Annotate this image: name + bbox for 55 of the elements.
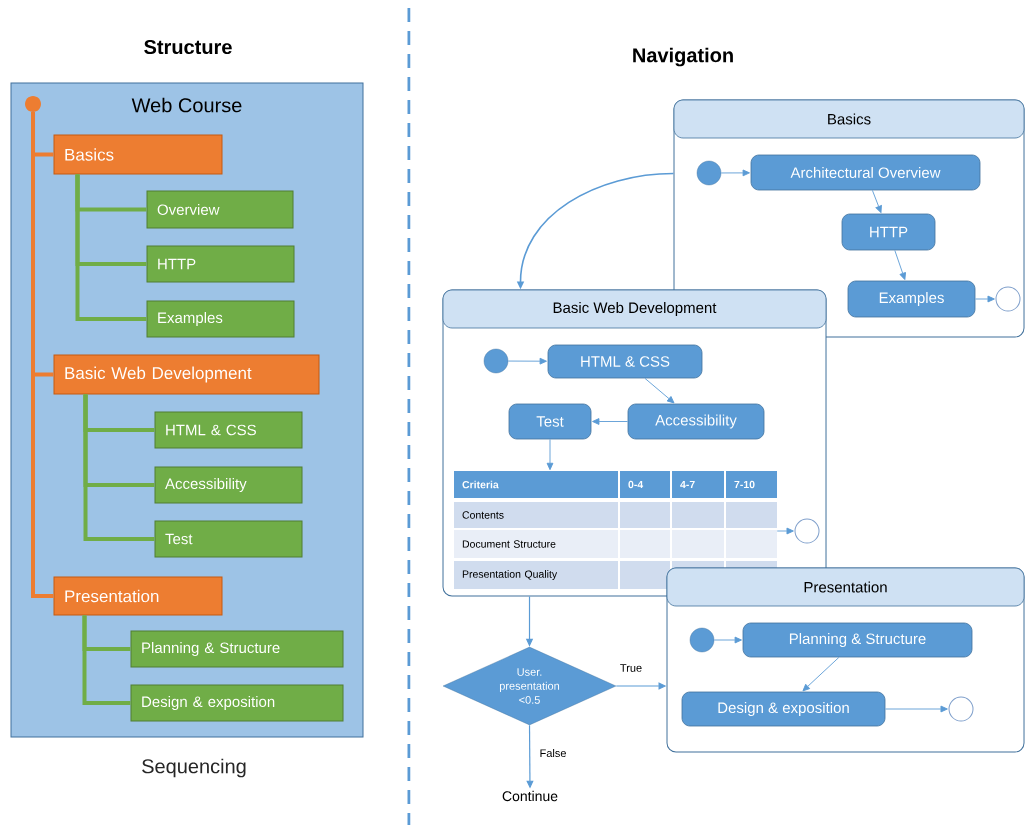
table-cell: Document Structure: [454, 530, 618, 558]
end-circle: [995, 286, 1021, 312]
lesson-box: Planning & Structure: [130, 630, 344, 668]
table-cell: Contents: [454, 502, 618, 528]
state-box: Test: [508, 403, 592, 440]
table-header-cell: 0-4: [620, 471, 670, 498]
lesson-box: HTTP: [146, 245, 295, 283]
lesson-box: Overview: [146, 190, 294, 229]
arrow: [713, 636, 742, 644]
arrow: [894, 249, 906, 280]
state-box: Planning & Structure: [742, 622, 973, 658]
heading: Navigation: [633, 47, 733, 67]
end-circle: [948, 696, 974, 722]
lesson-box: Accessibility: [154, 466, 303, 504]
arrow: [871, 189, 882, 213]
edge-label: True: [618, 663, 644, 673]
arrow: [592, 418, 629, 425]
arrow: [884, 705, 948, 713]
connector-line: [31, 112, 54, 598]
start-circle: [689, 627, 715, 653]
lesson-box: Examples: [146, 300, 295, 338]
connector-line: [75, 174, 147, 321]
start-circle: [696, 160, 722, 186]
root-dot: [25, 96, 41, 112]
arrow: [507, 357, 547, 365]
state-box: Accessibility: [627, 403, 765, 440]
arrow: [974, 295, 995, 303]
connector-line: [82, 615, 131, 705]
edge-label: False: [538, 747, 568, 759]
module-box: Basics: [53, 134, 223, 175]
state-box: HTML & CSS: [547, 344, 703, 379]
state-box: Architectural Overview: [750, 154, 981, 191]
heading: Structure: [144, 39, 232, 55]
arrow: [546, 438, 554, 471]
end-text: Continue: [502, 790, 558, 802]
module-box: Presentation: [53, 576, 223, 616]
start-circle: [483, 348, 509, 374]
arrow: [776, 527, 794, 535]
lesson-box: Test: [154, 520, 303, 558]
arrow: [802, 656, 840, 692]
table-header-cell: 7-10: [726, 471, 777, 498]
lesson-box: HTML & CSS: [154, 411, 303, 449]
state-box: Design & exposition: [681, 691, 886, 727]
table-cell: Presentation Quality: [454, 561, 618, 589]
table-header-cell: Criteria: [454, 471, 618, 498]
table-header-cell: 4-7: [672, 471, 724, 498]
arrow: [720, 169, 750, 177]
end-circle: [794, 518, 820, 544]
state-box: HTTP: [841, 213, 936, 251]
caption: Sequencing: [142, 758, 246, 778]
arrow: [644, 377, 675, 404]
state-box: Examples: [847, 280, 976, 318]
lesson-box: Design & exposition: [130, 684, 344, 722]
module-box: Basic Web Development: [53, 354, 320, 395]
connector-line: [83, 394, 155, 541]
